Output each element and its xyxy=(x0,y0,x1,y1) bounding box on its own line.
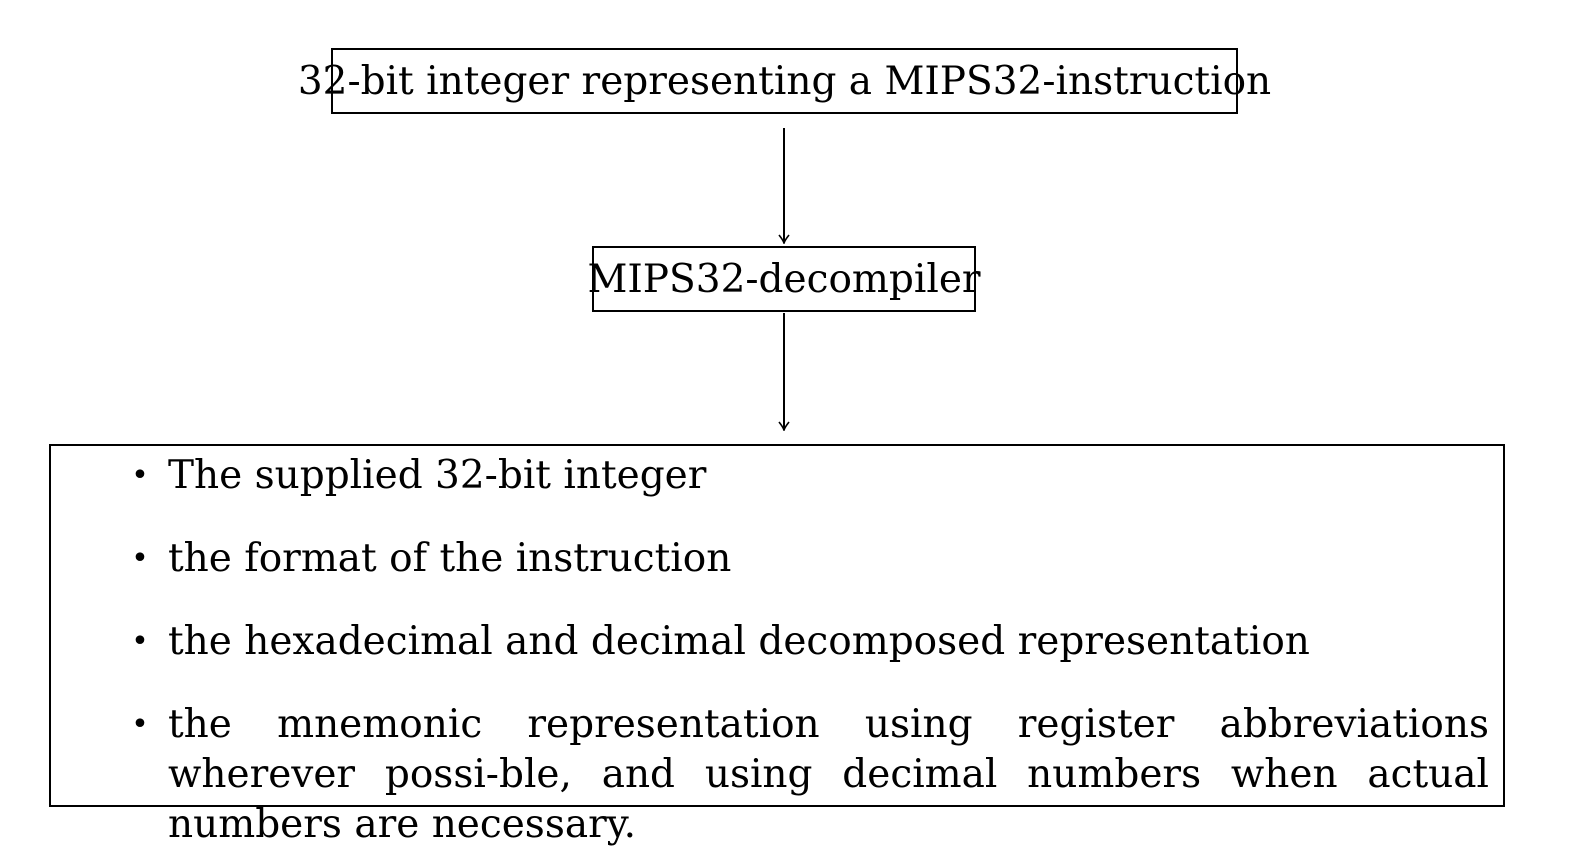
bullet-icon: • xyxy=(131,707,149,742)
output-item-text: the hexadecimal and decimal decomposed r… xyxy=(168,619,1310,664)
input-node-label: 32-bit integer representing a MIPS32-ins… xyxy=(297,58,1272,104)
decompiler-node-label: MIPS32-decompiler xyxy=(587,256,981,302)
decompiler-node: MIPS32-decompiler xyxy=(587,246,981,312)
bullet-icon: • xyxy=(131,541,149,576)
output-item-text: the mnemonic representation using regist… xyxy=(168,702,1489,847)
bullet-icon: • xyxy=(131,624,149,659)
bullet-icon: • xyxy=(131,458,149,493)
input-node: 32-bit integer representing a MIPS32-ins… xyxy=(298,48,1271,114)
output-item-text: the format of the instruction xyxy=(168,536,732,581)
output-node: • The supplied 32-bit integer • the form… xyxy=(49,444,1505,847)
output-item-text: The supplied 32-bit integer xyxy=(168,453,707,498)
